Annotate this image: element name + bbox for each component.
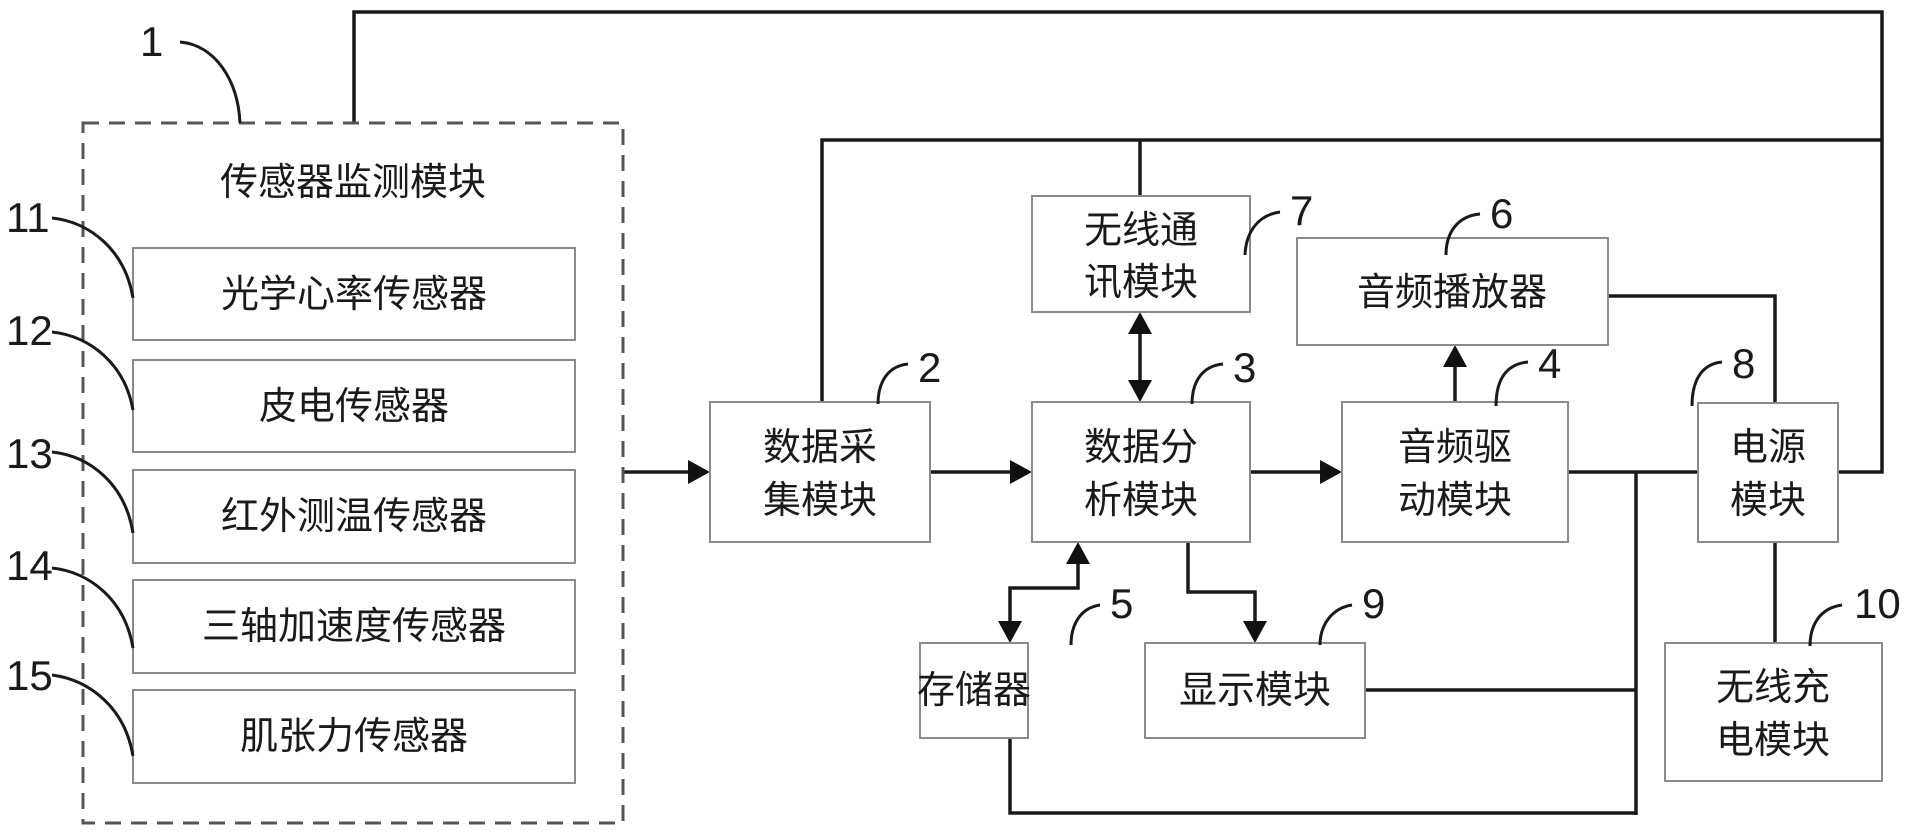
leader-line — [51, 330, 135, 411]
sensor-box — [132, 469, 576, 564]
leader-line — [1069, 603, 1101, 646]
leader-line — [179, 40, 242, 124]
leader-line — [51, 566, 135, 649]
leader-line — [51, 216, 135, 299]
signal-analysis-memory — [1008, 560, 1080, 625]
leader-line — [1444, 212, 1481, 256]
ref-numeral: 14 — [6, 542, 53, 589]
leader-line — [1690, 360, 1723, 407]
module-label-line2: 讯模块 — [1084, 260, 1198, 304]
ref-numeral: 2 — [918, 344, 941, 391]
arrow-down-icon — [1243, 621, 1267, 643]
ref-numeral: 10 — [1854, 580, 1901, 627]
sensor-label: 三轴加速度传感器 — [202, 604, 506, 648]
ref-numeral: 8 — [1732, 340, 1755, 387]
ref-numeral: 12 — [6, 307, 53, 354]
ref-numeral: 15 — [6, 652, 53, 699]
power-wire-memory — [1008, 738, 1636, 815]
leader-line — [1243, 210, 1281, 256]
sensor-label: 光学心率传感器 — [221, 272, 487, 316]
leader-line — [1494, 360, 1529, 407]
module-label-line2: 集模块 — [763, 478, 877, 522]
arrow-right-icon — [1320, 460, 1342, 484]
leader-line — [51, 450, 135, 534]
sensor-label: 红外测温传感器 — [221, 494, 487, 538]
module-box — [1664, 642, 1883, 782]
sensor-group-title: 传感器监测模块 — [220, 160, 486, 204]
module-memory: 存储器 — [917, 642, 1031, 739]
sensor-box — [132, 689, 576, 784]
leader-line — [51, 673, 135, 757]
leader-line — [1190, 362, 1224, 405]
power-wire-data-acquisition — [820, 138, 1882, 402]
power-wire-sensor-group — [352, 10, 1884, 474]
sensor-label: 皮电传感器 — [259, 384, 449, 428]
ref-numeral: 5 — [1110, 580, 1133, 627]
module-box — [1031, 401, 1251, 543]
module-label-line2: 动模块 — [1398, 478, 1512, 522]
ref-numeral: 13 — [6, 430, 53, 477]
module-box — [1144, 642, 1366, 739]
signal-analysis-to-display — [1186, 542, 1257, 625]
module-label-line2: 析模块 — [1084, 478, 1198, 522]
module-label-line2: 电模块 — [1716, 718, 1830, 762]
module-label: 存储器 — [917, 668, 1031, 712]
arrowheads — [688, 312, 1467, 643]
arrow-down-icon — [1128, 380, 1152, 402]
module-box — [1341, 401, 1569, 543]
leader-line — [1318, 603, 1353, 646]
sensor-infrared-temperature: 红外测温传感器 — [132, 469, 576, 564]
leader-line — [1808, 603, 1843, 647]
sensor-label: 肌张力传感器 — [240, 714, 468, 758]
module-box — [919, 642, 1029, 739]
module-data-acquisition: 数据采 集模块 — [709, 401, 931, 543]
ref-numeral: 3 — [1233, 344, 1256, 391]
sensor-three-axis-accelerometer: 三轴加速度传感器 — [132, 579, 576, 674]
module-label: 显示模块 — [1179, 668, 1331, 712]
module-audio-player: 音频播放器 — [1296, 237, 1609, 346]
arrow-right-icon — [688, 460, 710, 484]
module-label-line1: 无线充 — [1716, 665, 1830, 709]
sensor-muscle-tension: 肌张力传感器 — [132, 689, 576, 784]
ref-numeral: 4 — [1538, 340, 1561, 387]
module-box — [1031, 195, 1251, 313]
sensor-box — [132, 579, 576, 674]
power-wire-audio-player — [1608, 294, 1777, 402]
module-label-line1: 数据采 — [763, 425, 877, 469]
module-power: 电源 模块 — [1697, 402, 1839, 543]
arrow-right-icon — [1010, 460, 1032, 484]
module-box — [1296, 237, 1609, 346]
module-wireless-charging: 无线充 电模块 — [1664, 642, 1883, 782]
sensor-group-border — [81, 121, 625, 825]
arrow-down-icon — [998, 621, 1022, 643]
module-label-line2: 模块 — [1730, 478, 1806, 522]
leader-line — [876, 362, 909, 405]
module-box — [1697, 402, 1839, 543]
ref-numeral: 7 — [1290, 187, 1313, 234]
reference-numerals: 1 11 12 13 14 15 2 3 7 6 4 8 5 9 9 — [6, 18, 1901, 757]
ref-numeral: 11 — [6, 194, 50, 241]
sensor-monitoring-module: 传感器监测模块 光学心率传感器 皮电传感器 红外测温传感器 三轴加速度传感器 肌… — [81, 121, 625, 825]
ref-numeral: 6 — [1490, 190, 1513, 237]
wires — [352, 10, 1884, 815]
module-box — [709, 401, 931, 543]
module-label-line1: 音频驱 — [1398, 425, 1512, 469]
sensor-optical-heart-rate: 光学心率传感器 — [132, 247, 576, 341]
arrow-up-icon — [1128, 312, 1152, 334]
ref-numeral: 9 — [1362, 580, 1385, 627]
module-label: 音频播放器 — [1357, 270, 1547, 314]
module-label-line1: 电源 — [1730, 425, 1806, 469]
arrow-up-icon — [1443, 345, 1467, 367]
module-data-analysis: 数据分 析模块 — [1031, 401, 1251, 543]
module-display: 显示模块 — [1144, 642, 1366, 739]
module-wireless-communication: 无线通 讯模块 — [1031, 195, 1251, 313]
module-label-line1: 无线通 — [1084, 208, 1198, 252]
module-label-line1: 数据分 — [1084, 425, 1198, 469]
ref-numeral: 1 — [140, 18, 163, 65]
module-audio-driver: 音频驱 动模块 — [1341, 401, 1569, 543]
sensor-box — [132, 247, 576, 341]
sensor-galvanic-skin: 皮电传感器 — [132, 359, 576, 453]
arrow-up-icon — [1066, 542, 1090, 564]
